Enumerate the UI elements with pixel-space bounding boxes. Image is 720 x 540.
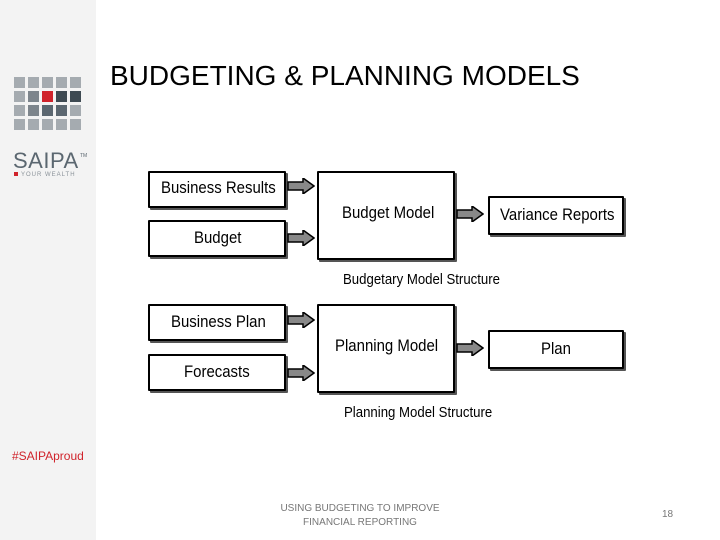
business-results-box: Business Results [148, 171, 286, 208]
planning-model-box: Planning Model [317, 304, 455, 393]
budget-label: Budget [194, 228, 242, 247]
sidebar: SAIPA TM YOUR WEALTH #SAIPAproud [0, 0, 96, 540]
footer-text: USING BUDGETING TO IMPROVE FINANCIAL REP… [260, 502, 460, 530]
logo-wordmark: SAIPA [13, 148, 79, 173]
arrow-right-icon [287, 365, 315, 381]
footer-line-2: FINANCIAL REPORTING [303, 517, 417, 528]
slide-title: BUDGETING & PLANNING MODELS [110, 60, 580, 91]
budgetary-model-caption: Budgetary Model Structure [343, 271, 501, 288]
arrow-right-icon [287, 178, 315, 194]
budget-model-label: Budget Model [342, 203, 435, 222]
forecasts-label: Forecasts [184, 362, 250, 381]
arrow-right-icon [287, 312, 315, 328]
page-number: 18 [662, 509, 674, 520]
budget-box: Budget [148, 220, 286, 257]
arrow-right-icon [456, 206, 484, 222]
planning-model-label: Planning Model [335, 336, 439, 355]
arrow-right-icon [287, 230, 315, 246]
variance-reports-label: Variance Reports [500, 205, 615, 224]
business-results-label: Business Results [161, 178, 276, 197]
logo-trademark: TM [80, 153, 88, 159]
hashtag-label: #SAIPAproud [12, 449, 84, 463]
footer-line-1: USING BUDGETING TO IMPROVE [280, 503, 440, 514]
planning-model-caption: Planning Model Structure [344, 404, 493, 421]
logo-tagline: YOUR WEALTH [14, 172, 76, 178]
forecasts-box: Forecasts [148, 354, 286, 391]
arrow-right-icon [456, 340, 484, 356]
budget-model-box: Budget Model [317, 171, 455, 260]
business-plan-box: Business Plan [148, 304, 286, 341]
plan-box: Plan [488, 330, 624, 369]
plan-label: Plan [541, 339, 571, 358]
logo-tagline-text: YOUR WEALTH [21, 172, 76, 178]
business-plan-label: Business Plan [171, 312, 266, 331]
red-dot-icon [14, 172, 18, 177]
variance-reports-box: Variance Reports [488, 196, 624, 235]
